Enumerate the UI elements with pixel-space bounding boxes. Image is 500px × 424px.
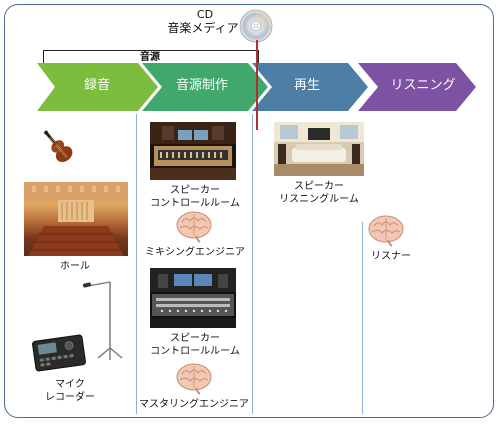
control-room-label-1: コントロールルーム bbox=[150, 198, 240, 209]
process-chevrons bbox=[37, 63, 476, 111]
listening-room-photo bbox=[274, 122, 364, 176]
speaker-label-2: スピーカー bbox=[170, 333, 220, 344]
stage-chevron-listening bbox=[358, 63, 476, 111]
source-bracket-label: 音源 bbox=[140, 52, 160, 63]
control-room-photo-1 bbox=[150, 122, 236, 180]
divider-line-1 bbox=[136, 114, 137, 414]
violin-icon bbox=[44, 130, 73, 163]
speaker-label-3: スピーカー bbox=[294, 181, 344, 192]
diagram-frame bbox=[4, 4, 494, 418]
hall-label: ホール bbox=[60, 261, 90, 272]
mastering-engineer-label: マスタリングエンジニア bbox=[139, 399, 249, 410]
mic-label: マイク bbox=[55, 379, 85, 390]
source-bracket bbox=[43, 50, 259, 66]
stage-label-recording: 録音 bbox=[83, 78, 110, 93]
control-room-label-2: コントロールルーム bbox=[150, 346, 240, 357]
stage-chevron-recording bbox=[37, 63, 158, 111]
divider-line-3 bbox=[362, 222, 363, 414]
speaker-label-1: スピーカー bbox=[170, 185, 220, 196]
recorder-label: レコーダー bbox=[45, 392, 95, 403]
music-media-label: 音楽メディア bbox=[167, 21, 239, 35]
cd-disc-icon bbox=[239, 9, 273, 43]
recorder-device-icon bbox=[32, 334, 86, 372]
stage-label-production: 音源制作 bbox=[175, 78, 228, 93]
mic-stand-icon bbox=[82, 281, 123, 360]
brain-icon-mixing bbox=[176, 211, 212, 243]
stage-label-listening: リスニング bbox=[390, 78, 456, 93]
stage-chevron-production bbox=[142, 63, 268, 111]
mixing-engineer-label: ミキシングエンジニア bbox=[145, 247, 245, 258]
control-room-photo-2 bbox=[150, 268, 236, 328]
brain-icon-mastering bbox=[176, 363, 212, 395]
listener-label: リスナー bbox=[371, 251, 411, 262]
stage-label-playback: 再生 bbox=[293, 78, 320, 93]
concert-hall-photo bbox=[24, 182, 128, 256]
cd-marker-line bbox=[256, 40, 258, 130]
divider-line-2 bbox=[252, 114, 253, 414]
listening-room-label: リスニングルーム bbox=[279, 194, 359, 205]
brain-icon-listener bbox=[368, 215, 404, 247]
cd-label: CD bbox=[196, 8, 214, 21]
stage-chevron-playback bbox=[252, 63, 368, 111]
